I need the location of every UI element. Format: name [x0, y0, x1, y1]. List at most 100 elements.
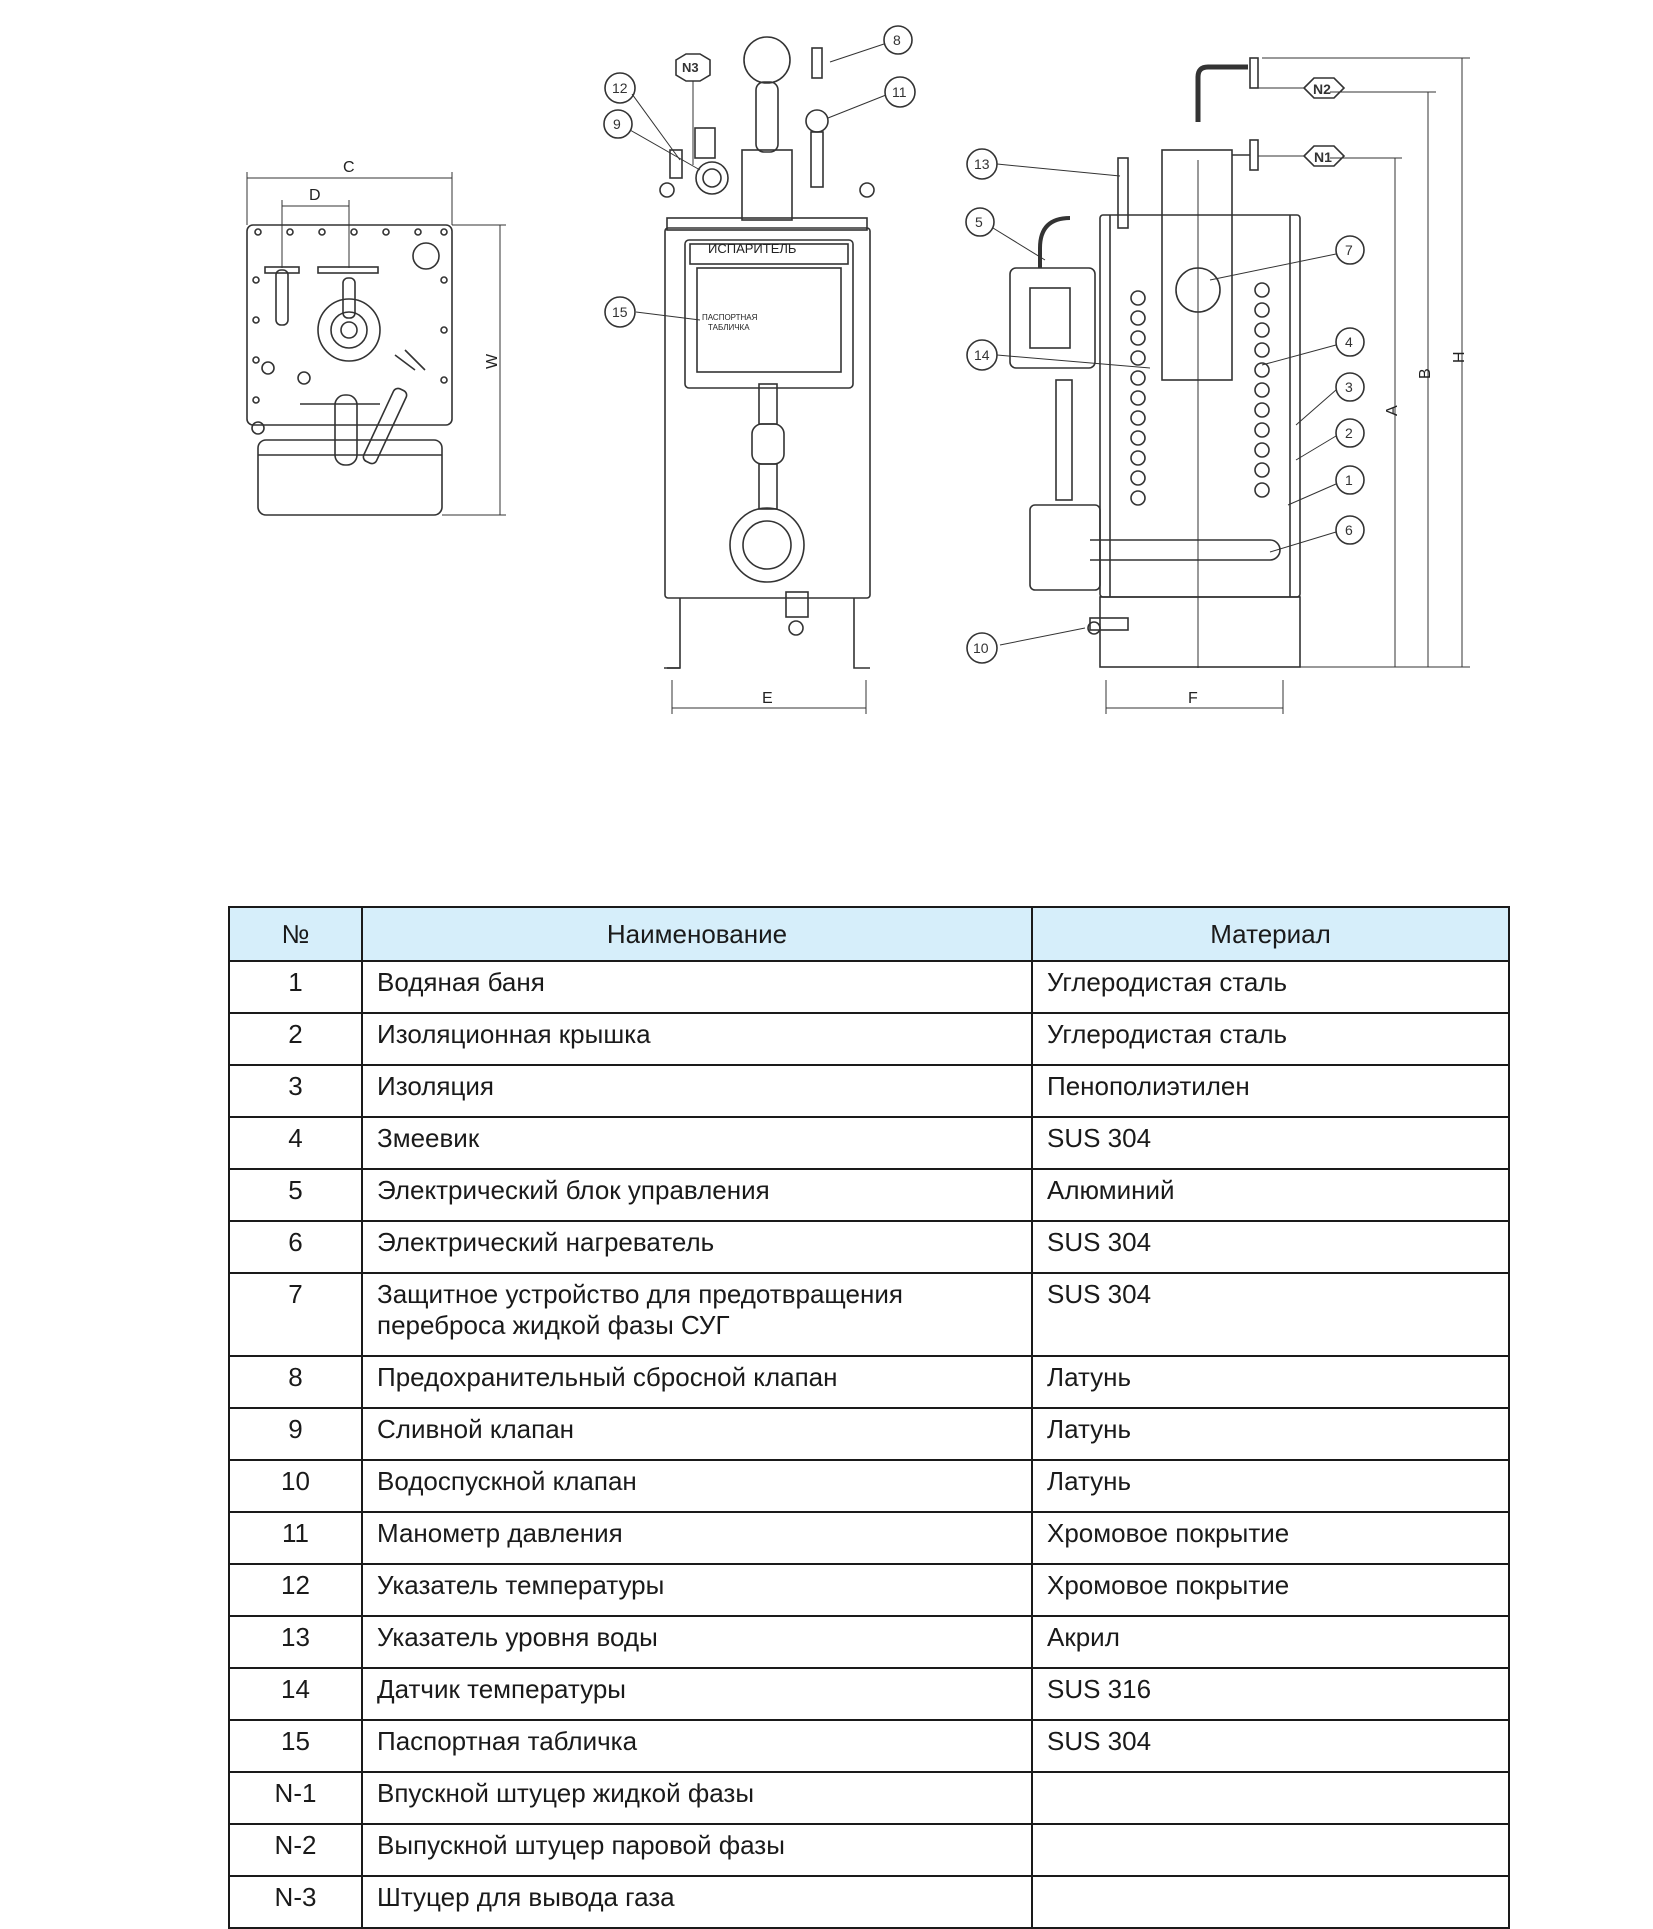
row-material: [1031, 1875, 1510, 1929]
row-name: Выпускной штуцер паровой фазы: [361, 1823, 1033, 1877]
svg-text:15: 15: [612, 304, 628, 320]
row-num: 4: [228, 1116, 363, 1170]
row-name: Электрический нагреватель: [361, 1220, 1033, 1274]
row-name: Датчик температуры: [361, 1667, 1033, 1721]
row-material: Акрил: [1031, 1615, 1510, 1669]
callout-11: 11: [827, 76, 916, 119]
row-num: 15: [228, 1719, 363, 1773]
row-name: Изоляция: [361, 1064, 1033, 1118]
coil-left: [1130, 290, 1146, 506]
nozzle-n2-label: N2: [1313, 81, 1331, 97]
svg-text:13: 13: [974, 156, 990, 172]
callout-3: 3: [1295, 372, 1365, 426]
dim-b: B: [1417, 368, 1434, 379]
dim-h: H: [1451, 351, 1468, 363]
nameplate-line1: ПАСПОРТНАЯ: [702, 313, 758, 322]
row-name: Манометр давления: [361, 1511, 1033, 1565]
row-material: Латунь: [1031, 1407, 1510, 1461]
svg-text:8: 8: [893, 32, 901, 48]
row-num: N-2: [228, 1823, 363, 1877]
row-num: 6: [228, 1220, 363, 1274]
row-material: SUS 316: [1031, 1667, 1510, 1721]
dim-a: A: [1384, 405, 1401, 416]
dim-w: W: [484, 353, 501, 369]
row-num: 2: [228, 1012, 363, 1066]
callout-13: 13: [966, 148, 1121, 180]
row-name: Сливной клапан: [361, 1407, 1033, 1461]
row-material: SUS 304: [1031, 1220, 1510, 1274]
row-num: 5: [228, 1168, 363, 1222]
nozzle-n1-marker: [1302, 145, 1346, 167]
svg-text:12: 12: [612, 80, 628, 96]
callout-10: 10: [966, 627, 1086, 664]
callout-12: 12: [604, 72, 681, 161]
row-num: 3: [228, 1064, 363, 1118]
row-num: 7: [228, 1272, 363, 1357]
header-num: №: [228, 906, 363, 962]
callout-15: 15: [604, 296, 701, 328]
row-num: 10: [228, 1459, 363, 1513]
header-name: Наименование: [361, 906, 1033, 962]
table-header-row: № Наименование Материал: [228, 906, 1510, 962]
row-num: N-1: [228, 1771, 363, 1825]
row-num: 11: [228, 1511, 363, 1565]
row-name: Впускной штуцер жидкой фазы: [361, 1771, 1033, 1825]
row-material: SUS 304: [1031, 1719, 1510, 1773]
svg-text:1: 1: [1345, 472, 1353, 488]
row-material: Углеродистая сталь: [1031, 960, 1510, 1014]
row-num: 9: [228, 1407, 363, 1461]
dim-f: F: [1188, 690, 1198, 707]
row-material: SUS 304: [1031, 1116, 1510, 1170]
callout-5: 5: [965, 207, 1046, 261]
dim-e: E: [762, 690, 773, 707]
svg-text:4: 4: [1345, 334, 1353, 350]
row-name: Предохранительный сбросной клапан: [361, 1355, 1033, 1409]
svg-text:2: 2: [1345, 425, 1353, 441]
callout-14: 14: [966, 339, 1151, 371]
row-name: Штуцер для вывода газа: [361, 1875, 1033, 1929]
row-name: Указатель уровня воды: [361, 1615, 1033, 1669]
svg-text:3: 3: [1345, 379, 1353, 395]
callout-6: 6: [1269, 515, 1365, 553]
row-material: [1031, 1771, 1510, 1825]
row-num: 13: [228, 1615, 363, 1669]
nozzle-n1-label: N1: [1314, 149, 1332, 165]
row-num: 14: [228, 1667, 363, 1721]
svg-text:10: 10: [973, 640, 989, 656]
nozzle-n3-marker: [675, 53, 711, 82]
row-material: Латунь: [1031, 1459, 1510, 1513]
row-num: 1: [228, 960, 363, 1014]
row-material: Хромовое покрытие: [1031, 1511, 1510, 1565]
header-material: Материал: [1031, 906, 1510, 962]
row-name: Указатель температуры: [361, 1563, 1033, 1617]
row-material: SUS 304: [1031, 1272, 1510, 1357]
svg-text:11: 11: [892, 84, 907, 100]
svg-text:14: 14: [974, 347, 990, 363]
callout-8: 8: [829, 25, 913, 63]
svg-text:9: 9: [613, 116, 621, 132]
callout-9: 9: [603, 109, 701, 171]
callout-4: 4: [1261, 327, 1365, 366]
row-name: Змеевик: [361, 1116, 1033, 1170]
row-name: Защитное устройство для предотвращения п…: [361, 1272, 1033, 1357]
nameplate-line2: ТАБЛИЧКА: [708, 323, 750, 332]
row-material: Пенополиэтилен: [1031, 1064, 1510, 1118]
callout-1: 1: [1287, 465, 1365, 506]
svg-text:6: 6: [1345, 522, 1353, 538]
dim-c: C: [343, 159, 355, 176]
row-name: Электрический блок управления: [361, 1168, 1033, 1222]
row-material: Латунь: [1031, 1355, 1510, 1409]
